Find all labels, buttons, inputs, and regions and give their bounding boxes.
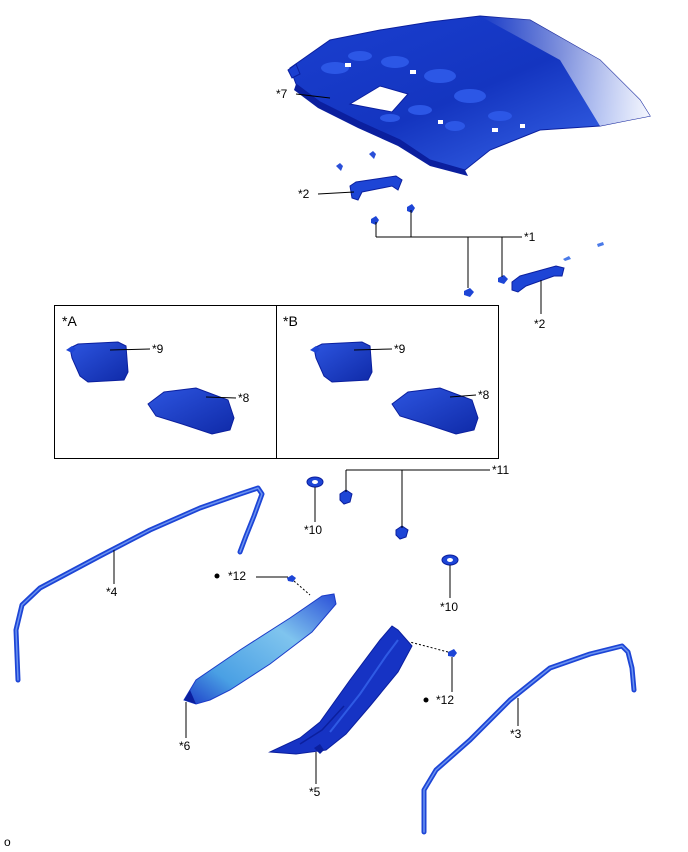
label-12-upper: *12 (228, 569, 246, 583)
label-5: *5 (309, 785, 321, 799)
label-8-a: *8 (238, 391, 250, 405)
assist-grip-upper (336, 151, 403, 201)
label-2-upper: *2 (298, 187, 310, 201)
callout-labels: *7 *2 *1 *2 *A *B *9 *8 *9 *8 *11 *10 *4… (4, 87, 546, 849)
clip-11-a (339, 489, 353, 505)
label-9-b: *9 (394, 342, 406, 356)
sun-visor-left-b (310, 341, 373, 383)
clip-12-lower (448, 649, 457, 657)
label-2-lower: *2 (534, 317, 546, 331)
label-12-lower: *12 (436, 693, 454, 707)
label-10-lower: *10 (440, 600, 458, 614)
label-box-b: *B (283, 313, 298, 329)
bullet-12-upper (214, 573, 220, 579)
leader-lines (109, 93, 542, 784)
label-11: *11 (492, 463, 509, 477)
clip-12-upper (287, 575, 296, 582)
label-6: *6 (179, 739, 191, 753)
label-box-a: *A (62, 313, 77, 329)
label-3: *3 (510, 727, 522, 741)
label-9-a: *9 (152, 342, 164, 356)
label-10-upper: *10 (304, 523, 322, 537)
front-pillar-garnish (183, 593, 337, 705)
label-1: *1 (524, 230, 536, 244)
assist-grip-lower (464, 242, 604, 297)
clips-upper (371, 204, 415, 225)
weatherstrip-left (13, 485, 265, 683)
sun-visor-right-a (147, 387, 235, 435)
clip-10-lower (441, 554, 459, 566)
weatherstrip-right (421, 643, 637, 835)
label-8-b: *8 (478, 388, 490, 402)
center-pillar-garnish (268, 625, 413, 755)
bullet-12-lower (423, 697, 429, 703)
clip-10-upper (306, 476, 324, 488)
variant-box (54, 305, 499, 459)
label-4: *4 (106, 585, 118, 599)
headliner (287, 15, 651, 176)
sun-visor-left-a (66, 341, 129, 383)
footer-mark: o (4, 835, 11, 849)
sun-visor-right-b (391, 387, 479, 435)
label-7: *7 (276, 87, 288, 101)
